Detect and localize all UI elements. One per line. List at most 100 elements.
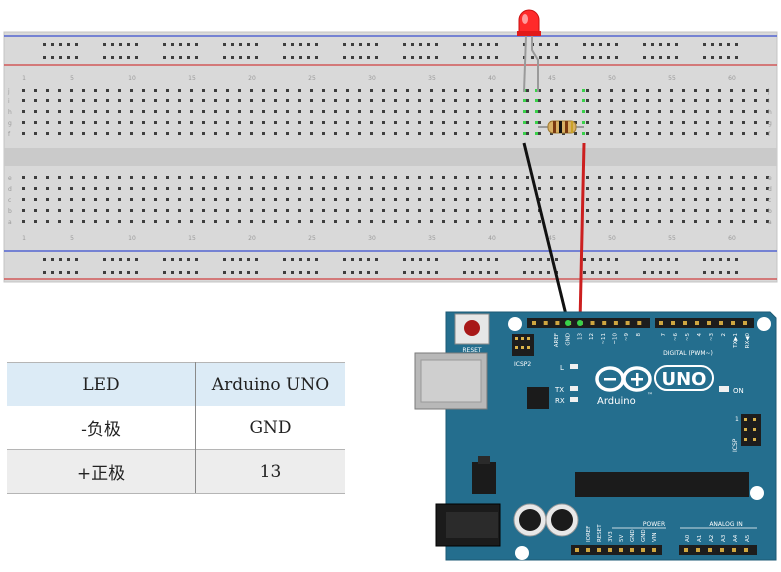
column-number-label: 45 [548, 235, 556, 242]
digital-pin-label: 8 [636, 333, 642, 337]
l-led-label: L [560, 364, 564, 372]
analog-header [679, 545, 757, 555]
digital-pin-label: ~11 [601, 333, 607, 345]
column-number-label: 60 [728, 75, 736, 82]
row-letter-label: b [768, 208, 772, 215]
column-number-label: 1 [22, 75, 26, 82]
gnd-wire [522, 142, 570, 324]
analog-pin-label: A3 [721, 534, 727, 542]
row-letter-label: j [767, 88, 770, 95]
reset-label: RESET [462, 347, 482, 354]
resistor [538, 120, 584, 134]
row-letter-label: f [8, 131, 11, 138]
analog-pin-label: A1 [697, 535, 703, 542]
row-letter-label: g [768, 120, 772, 127]
row-letter-label: d [8, 186, 12, 193]
analog-pin-label: A2 [709, 535, 715, 542]
on-label: ON [733, 387, 744, 395]
mount-hole [515, 546, 529, 560]
digital-pin-label: ~6 [673, 333, 679, 342]
digital-pin-label: TX▶1 [733, 333, 739, 349]
digital-pin-label: 2 [721, 333, 727, 337]
arduino-logo [595, 366, 652, 392]
analog-pin-label: A4 [733, 534, 739, 542]
tx-led [570, 386, 578, 391]
analog-pin-label: A5 [745, 534, 751, 542]
table-row: -负极 GND [7, 406, 345, 450]
digital-pin-label: AREF [554, 333, 560, 347]
digital-pin-label: 13 [577, 333, 583, 340]
pin13-connection [577, 320, 583, 326]
row-letter-label: c [8, 197, 11, 204]
row-letter-label: d [768, 186, 772, 193]
column-number-label: 40 [488, 235, 496, 242]
brand-label: Arduino [597, 396, 636, 407]
tx-led-label: TX [554, 386, 564, 394]
column-number-label: 55 [668, 75, 676, 82]
icsp-pin1-label: 1 [735, 416, 739, 423]
column-number-label: 10 [128, 235, 136, 242]
gnd-pin-connection [565, 320, 571, 326]
power-pin-label: 5V [619, 535, 625, 542]
digital-pin-label: ~10 [613, 333, 619, 345]
row-letter-label: e [768, 175, 772, 182]
digital-header-right [655, 318, 754, 328]
mount-hole [750, 486, 764, 500]
table-header-arduino: Arduino UNO [195, 362, 345, 406]
column-number-label: 40 [488, 75, 496, 82]
power-label: POWER [643, 521, 665, 528]
icsp2-label: ICSP2 [514, 361, 531, 368]
mount-hole [508, 317, 522, 331]
voltage-regulator [472, 462, 496, 494]
power-header [571, 545, 662, 555]
analog-label: ANALOG IN [709, 521, 742, 528]
power-pin-label: 3V3 [608, 531, 614, 542]
digital-header-left [527, 318, 650, 328]
row-letter-label: i [768, 98, 770, 105]
digital-pin-label: 12 [589, 333, 595, 340]
column-number-label: 20 [248, 75, 256, 82]
column-number-label: 60 [728, 235, 736, 242]
power-pin-label: GND [630, 529, 636, 542]
table-header-led: LED [7, 362, 196, 406]
column-number-label: 20 [248, 235, 256, 242]
column-number-label: 15 [188, 75, 196, 82]
digital-pin-label: ~5 [685, 333, 691, 342]
column-number-label: 50 [608, 235, 616, 242]
table-cell: +正极 [7, 449, 196, 494]
table-cell: 13 [195, 449, 345, 494]
arduino-uno-board: RESET ICSP2 L TX RX UNO [414, 311, 777, 561]
digital-pin-label: GND [566, 333, 572, 346]
table-cell: -负极 [7, 406, 196, 450]
column-number-label: 5 [70, 235, 74, 242]
digital-pin-label: RX◀0 [745, 333, 751, 349]
row-letter-label: b [8, 208, 12, 215]
l-led [570, 364, 578, 369]
column-number-label: 25 [308, 75, 316, 82]
power-pin-label: GND [641, 529, 647, 542]
power-pin-label: IOREF [586, 526, 592, 542]
wiring-table: LED Arduino UNO -负极 GND +正极 13 [7, 362, 345, 494]
row-letter-label: a [768, 219, 772, 226]
column-number-label: 35 [428, 75, 436, 82]
on-led [719, 386, 729, 392]
column-number-label: 30 [368, 75, 376, 82]
uno-badge [654, 365, 714, 391]
analog-pin-label: A0 [685, 534, 691, 542]
rx-led-label: RX [555, 397, 565, 405]
power-pin-label: VIN [652, 533, 658, 543]
table-row: +正极 13 [7, 449, 345, 494]
atmega-chip [575, 472, 749, 497]
row-letter-label: e [8, 175, 12, 182]
usb-chip [527, 387, 549, 409]
led [517, 9, 541, 93]
row-letter-label: a [8, 219, 12, 226]
column-number-label: 5 [70, 75, 74, 82]
column-number-label: 30 [368, 235, 376, 242]
model-label: UNO [662, 369, 707, 390]
reset-button-cap [464, 320, 480, 336]
